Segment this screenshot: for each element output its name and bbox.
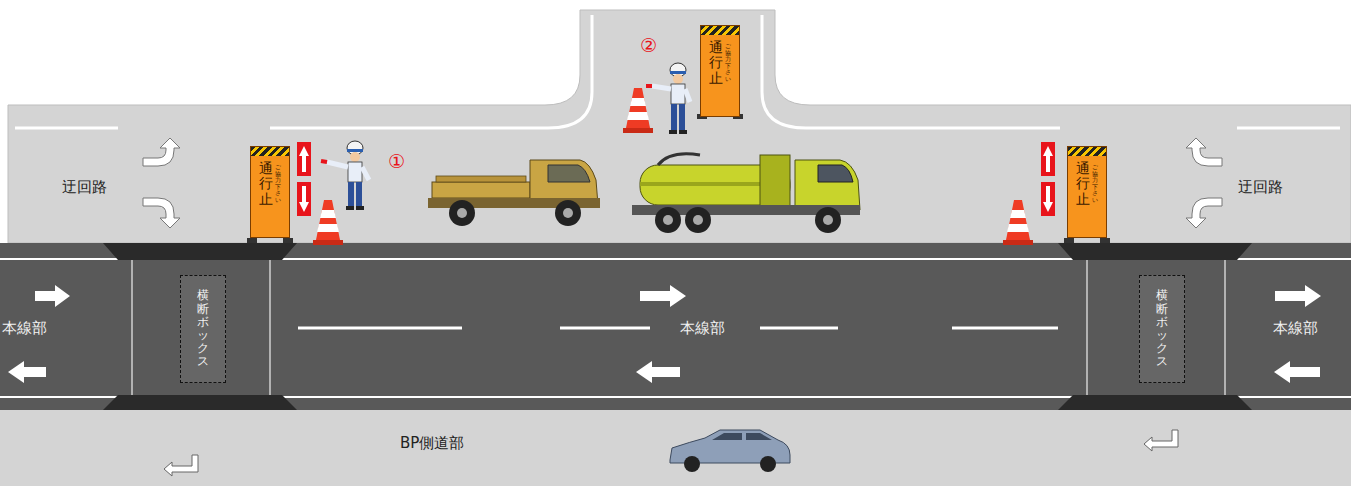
flagman [646,63,690,134]
vacuum-truck [632,154,860,233]
traffic-cone [313,88,1033,245]
crossing-band [103,243,1252,410]
road-closed-sign: 通行止ご協力下さい [250,146,290,238]
two-way-arrow-sign [297,142,1055,216]
sign-note: ご協力下さい [275,164,281,204]
detour-label: 迂回路 [62,178,107,197]
mainline-label: 本線部 [1273,319,1318,338]
mainline-label: 本線部 [680,319,725,338]
flagman [321,141,369,210]
sign-note: ご協力下さい [725,43,731,83]
direction-arrow [8,285,1321,383]
side-road-label: BP側道部 [400,434,464,453]
crossing-edge [132,260,1225,395]
flatbed-truck [428,160,600,226]
mainline-label: 本線部 [2,319,47,338]
sign-note: ご協力下さい [1092,164,1098,204]
hazard-stripe [1068,147,1106,156]
callout-number: ① [388,150,405,172]
road-closed-sign: 通行止ご協力下さい [1067,146,1107,238]
main-road [0,243,1351,410]
turn-arrow [143,138,1222,228]
bp-side-road [0,410,1351,486]
sign-text: 通行止 [709,40,723,86]
main-lane-lines [0,259,1351,397]
crossing-box: 横断ボックス [1139,275,1185,383]
sign-stand [247,114,1110,243]
road-closed-sign: 通行止ご協力下さい [700,25,740,117]
box-label: 横断ボックス [197,289,209,368]
car [670,430,790,472]
crossing-box: 横断ボックス [180,275,226,383]
lane-lines [15,15,1340,128]
hazard-stripe [701,26,739,35]
side-turn-arrow [164,430,1178,476]
box-label: 横断ボックス [1156,289,1168,368]
callout-number: ② [640,34,657,56]
sign-text: 通行止 [259,161,273,207]
detour-label: 迂回路 [1238,178,1283,197]
sign-text: 通行止 [1076,161,1090,207]
side-road [8,10,1351,243]
hazard-stripe [251,147,289,156]
